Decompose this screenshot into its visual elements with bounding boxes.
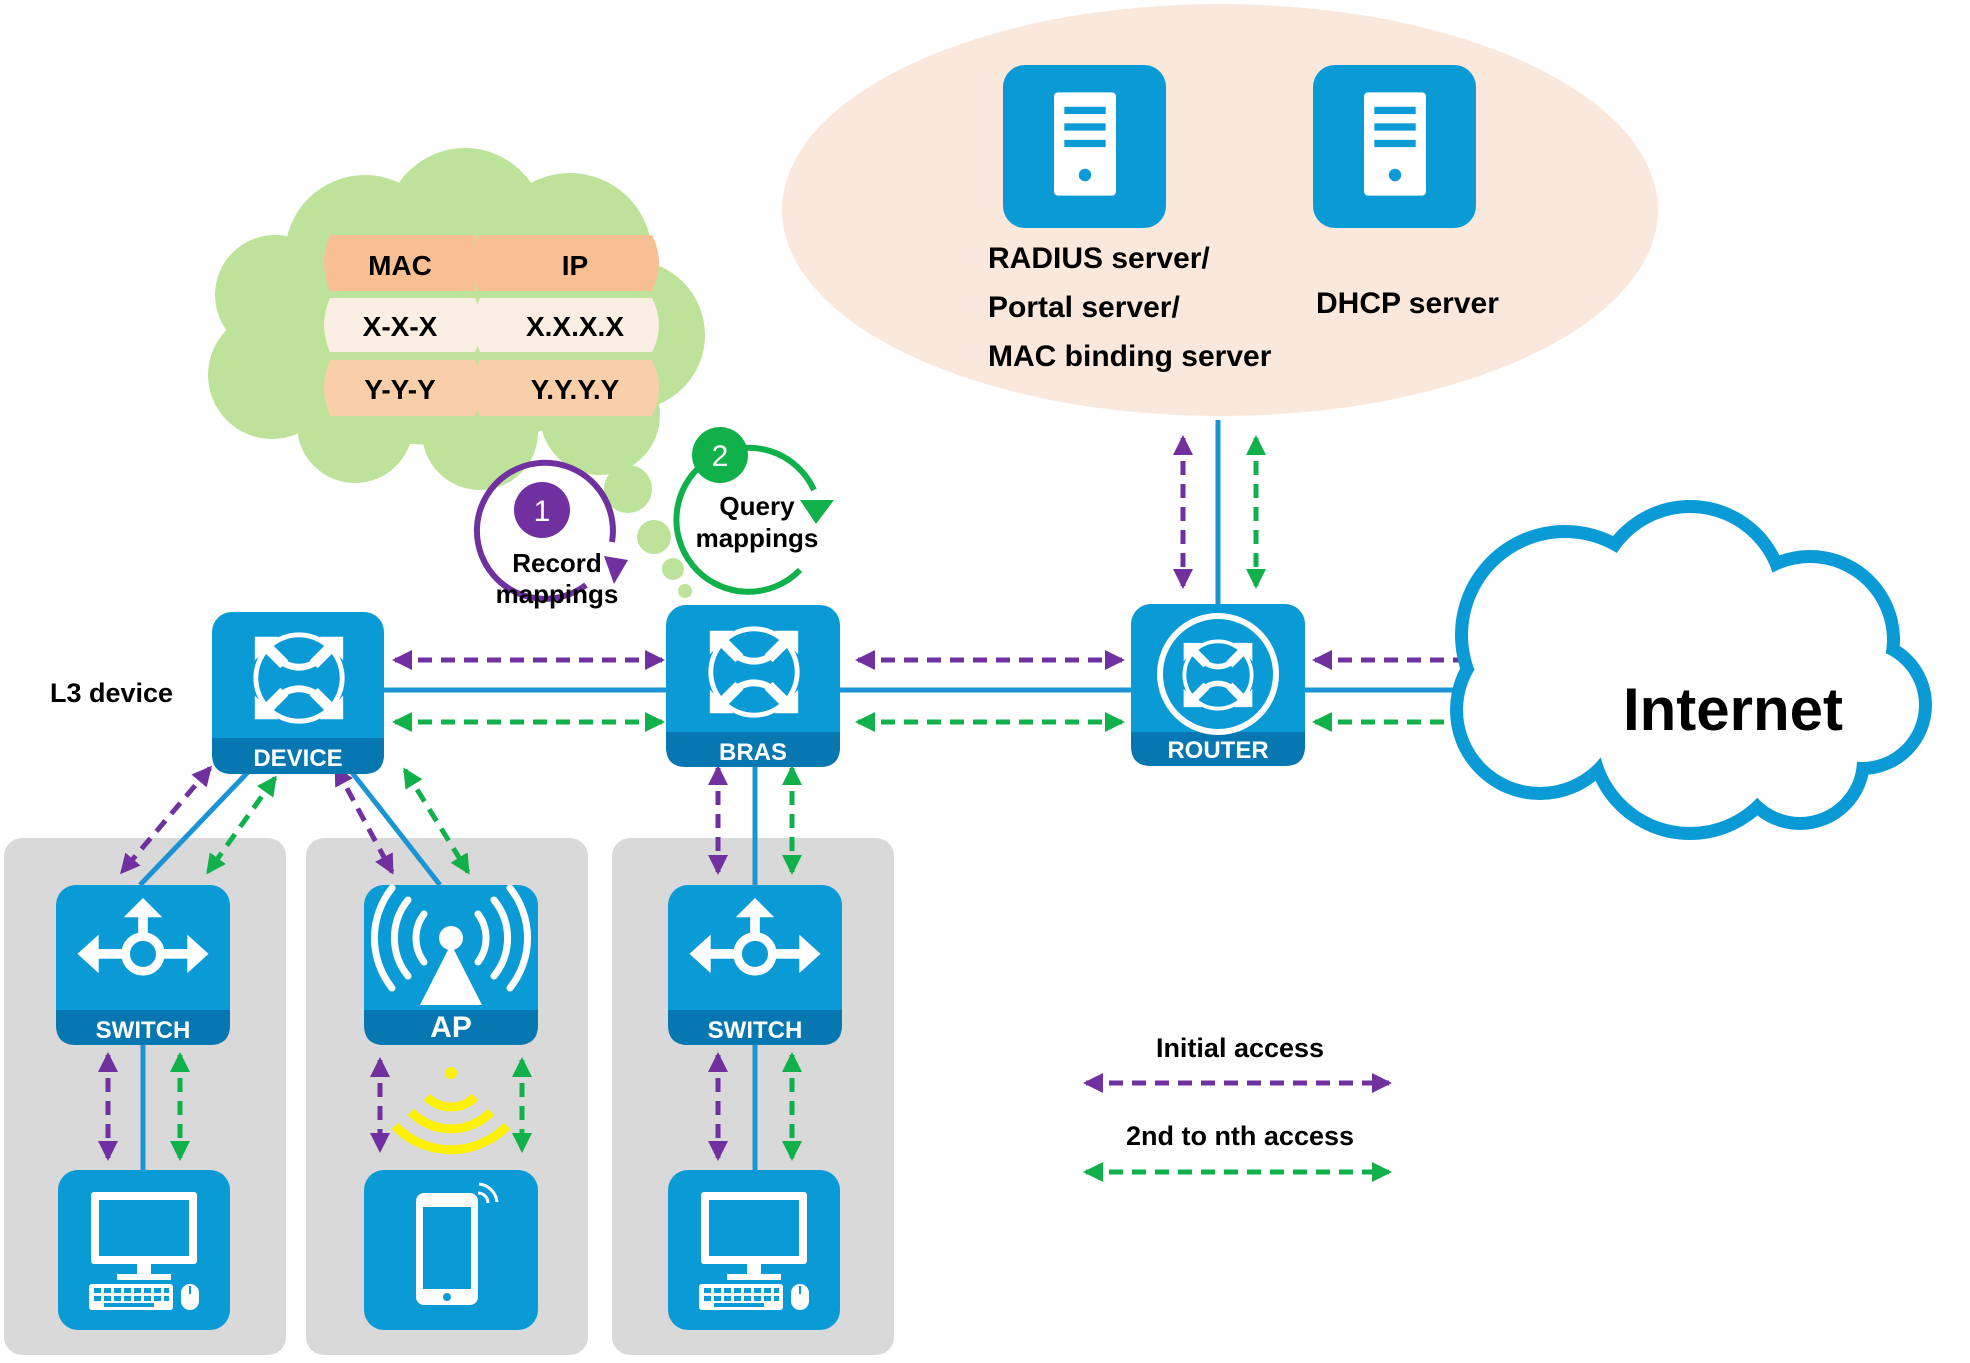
router-label: ROUTER	[1167, 737, 1268, 764]
table-cell-ip-1	[474, 298, 659, 352]
switch-right: SWITCH	[668, 885, 842, 1045]
table-cell-ip-2	[474, 360, 659, 416]
auth-server-label-2: Portal server/	[988, 291, 1180, 324]
auth-server-label-1: RADIUS server/	[988, 242, 1210, 275]
ap-label: AP	[430, 1011, 472, 1044]
table-ip-1-text: X.X.X.X	[526, 311, 624, 342]
legend: Initial access 2nd to nth access	[1083, 1033, 1392, 1182]
server-icon	[1364, 92, 1426, 196]
table-mac-2-text: Y-Y-Y	[364, 374, 436, 405]
step-record-mappings: 1 Record mappings	[473, 459, 628, 609]
mapping-table: MAC IP X-X-X X.X.X.X Y-Y-Y Y.Y.Y.Y	[324, 235, 659, 416]
internet-label: Internet	[1623, 676, 1843, 743]
repeat-access-arrows	[170, 435, 1483, 1161]
step-2-label-line2: mappings	[696, 523, 819, 553]
step-1-number: 1	[534, 495, 551, 528]
router-icon	[1157, 613, 1279, 735]
step-1-label-line2: mappings	[496, 579, 619, 609]
auth-server-label-3: MAC binding server	[988, 340, 1272, 373]
bras: BRAS	[666, 605, 840, 767]
step-1-badge	[514, 482, 570, 538]
server-icon	[1054, 92, 1116, 196]
smartphone-terminal	[364, 1170, 538, 1330]
l3-device-caption: L3 device	[50, 678, 173, 708]
switch-right-label: SWITCH	[708, 1017, 803, 1044]
desktop-pc-icon	[697, 1190, 811, 1312]
device-label: DEVICE	[253, 745, 342, 772]
table-header-ip	[472, 235, 659, 291]
table-header-mac	[324, 235, 475, 291]
pc-right	[668, 1170, 840, 1330]
table-header-ip-text: IP	[562, 250, 588, 281]
table-cell-mac-2	[324, 360, 481, 416]
wifi-signal	[391, 1067, 511, 1155]
smartphone-icon	[416, 1182, 499, 1305]
switch-left: SWITCH	[56, 885, 230, 1045]
radius-portal-mac-server	[1003, 65, 1166, 228]
desktop-pc-icon	[87, 1190, 201, 1312]
access-point: AP	[364, 884, 538, 1045]
bras-label: BRAS	[719, 739, 787, 766]
table-header-mac-text: MAC	[368, 250, 432, 281]
dhcp-server-label: DHCP server	[1316, 287, 1499, 320]
router: ROUTER	[1131, 604, 1305, 766]
access-point-icon	[371, 884, 531, 1005]
l3-device: DEVICE	[212, 612, 384, 774]
pc-left	[58, 1170, 230, 1330]
switch-left-label: SWITCH	[96, 1017, 191, 1044]
legend-repeat-label: 2nd to nth access	[1126, 1121, 1354, 1151]
step-2-label-line1: Query	[719, 491, 795, 521]
table-mac-1-text: X-X-X	[363, 311, 438, 342]
dhcp-server	[1313, 65, 1476, 228]
internet-cloud: Internet	[1450, 500, 1932, 840]
step-query-mappings: 2 Query mappings	[673, 427, 834, 595]
step-2-badge	[692, 427, 748, 483]
initial-access-arrows	[98, 435, 1483, 1161]
step-1-label-line1: Record	[512, 548, 602, 578]
table-cell-mac-1	[324, 298, 481, 352]
legend-initial-label: Initial access	[1156, 1033, 1324, 1063]
table-ip-2-text: Y.Y.Y.Y	[531, 374, 620, 405]
step-2-number: 2	[712, 440, 729, 473]
